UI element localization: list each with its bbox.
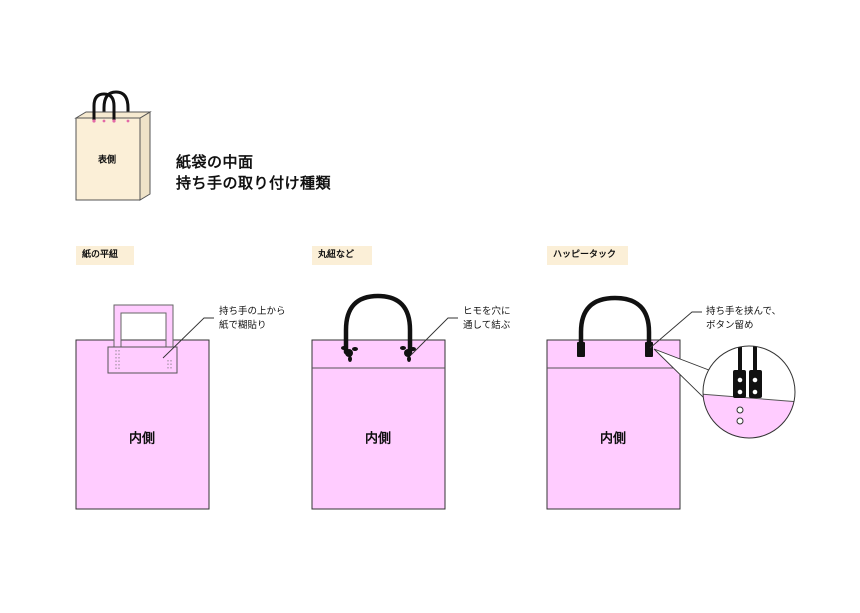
tag-bg-round [312, 246, 372, 265]
inner-label-flat: 内側 [128, 431, 156, 447]
title-line-2: 持ち手の取り付け種類 [176, 174, 332, 192]
note-line: ヒモを穴に [463, 306, 511, 317]
cord-knot-right [400, 346, 416, 362]
cord-knot-left [341, 346, 358, 362]
bag-inner-body [311, 339, 446, 510]
preview-hole [112, 119, 116, 123]
zoom-detail [703, 346, 795, 438]
note-line: ボタン留め [706, 320, 754, 331]
tag-bg-happy [547, 246, 628, 265]
variant-tag-happy: ハッピータック [553, 250, 617, 260]
bag-flat-paper [75, 304, 214, 510]
bag-inner-body [546, 339, 681, 510]
inner-label-round: 内側 [364, 431, 392, 447]
preview-bag [74, 90, 152, 201]
note-line: 通して結ぶ [463, 320, 511, 331]
preview-bag-side [139, 111, 151, 201]
variant-tag-flat: 紙の平紐 [82, 250, 119, 260]
cord-handle [343, 293, 413, 355]
title-line-1: 紙袋の中面 [176, 153, 254, 171]
preview-hole [126, 119, 130, 123]
note-line: 持ち手の上から [219, 306, 286, 317]
tack-handle [578, 295, 652, 344]
tack-left [577, 342, 585, 357]
inner-label-happy: 内側 [599, 431, 627, 447]
tag-bg-flat [76, 246, 134, 265]
note-line: 持ち手を挟んで、 [706, 306, 782, 317]
callout-line [162, 317, 214, 359]
callout-line [649, 311, 702, 349]
bag-round-cord [311, 293, 458, 510]
note-happy: 持ち手を挟んで、 ボタン留め [706, 305, 781, 333]
preview-hole [102, 119, 106, 123]
glue-patch [107, 346, 178, 374]
variant-tag-round: 丸紐など [318, 250, 355, 260]
note-flat: 持ち手の上から 紙で糊貼り [219, 305, 286, 333]
zoom-circle-outline [702, 345, 796, 439]
callout-line [410, 317, 458, 356]
page-title: 紙袋の中面 持ち手の取り付け種類 [176, 152, 331, 194]
preview-front-label: 表側 [97, 155, 117, 166]
preview-handle-front [92, 92, 116, 120]
note-line: 紙で糊貼り [219, 320, 267, 331]
preview-handle-back [102, 90, 130, 120]
preview-bag-front [75, 117, 141, 201]
preview-hole [92, 119, 96, 123]
note-round: ヒモを穴に 通して結ぶ [463, 305, 511, 333]
tack-right [645, 342, 653, 357]
